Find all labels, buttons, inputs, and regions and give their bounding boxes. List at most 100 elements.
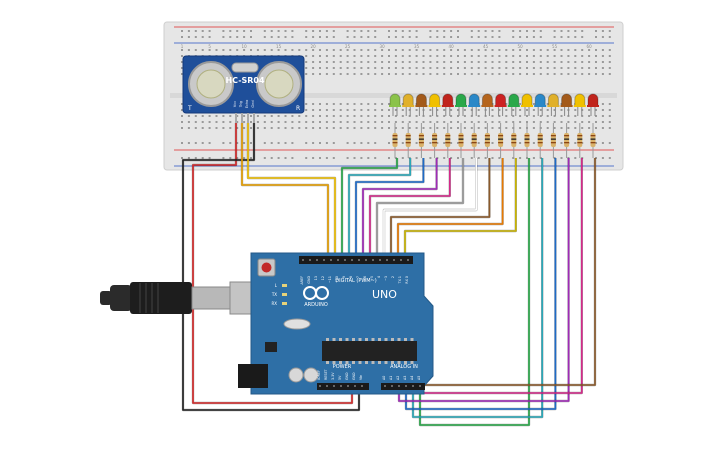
breadboard-hole	[181, 36, 183, 38]
breadboard-hole	[595, 127, 597, 129]
breadboard-hole	[457, 109, 459, 111]
breadboard-hole	[498, 127, 501, 129]
led[interactable]	[429, 93, 441, 107]
reset-button-cap[interactable]	[261, 262, 272, 273]
resistor[interactable]	[577, 133, 583, 147]
resistor[interactable]	[537, 133, 543, 147]
breadboard-hole	[526, 55, 528, 57]
resistor[interactable]	[432, 133, 438, 147]
breadboard-hole	[236, 127, 239, 129]
breadboard-hole	[574, 36, 577, 38]
resistor[interactable]	[564, 133, 570, 147]
led[interactable]	[547, 93, 559, 107]
led[interactable]	[415, 93, 427, 107]
wire[interactable]	[383, 158, 477, 256]
resistor-band	[577, 142, 583, 144]
resistor[interactable]	[458, 133, 464, 147]
wire[interactable]	[192, 123, 353, 404]
wire[interactable]	[405, 158, 557, 410]
breadboard-hole	[208, 49, 211, 51]
resistor[interactable]	[392, 133, 398, 147]
wire[interactable]	[348, 158, 411, 256]
wire[interactable]	[362, 158, 438, 256]
wire[interactable]	[390, 158, 491, 256]
led[interactable]	[574, 93, 586, 107]
breadboard-hole	[388, 49, 390, 51]
led[interactable]	[389, 93, 401, 107]
wire[interactable]	[419, 158, 530, 426]
breadboard-hole	[560, 61, 563, 63]
led[interactable]	[468, 93, 480, 107]
arduino-logo: ARDUINO	[303, 286, 329, 308]
resistor[interactable]	[511, 133, 517, 147]
sensor-pin-label: Gnd	[251, 100, 255, 107]
led-rim	[587, 105, 599, 107]
breadboard-hole	[553, 55, 556, 57]
resistor-band	[418, 138, 424, 140]
breadboard-hole	[298, 127, 301, 129]
led[interactable]	[481, 93, 493, 107]
breadboard-hole	[374, 73, 377, 75]
led[interactable]	[521, 93, 533, 107]
led[interactable]	[402, 93, 414, 107]
breadboard-hole	[319, 73, 321, 75]
breadboard-hole	[374, 61, 377, 63]
breadboard-hole	[256, 49, 259, 51]
wire[interactable]	[341, 158, 398, 256]
usb-cable[interactable]	[100, 281, 263, 315]
analog-label: ANALOG IN	[390, 364, 418, 370]
breadboard-hole	[429, 61, 432, 63]
resistor[interactable]	[550, 133, 556, 147]
chip-pin	[352, 338, 355, 341]
breadboard-hole	[415, 127, 418, 129]
led[interactable]	[442, 93, 454, 107]
wire[interactable]	[355, 158, 425, 256]
breadboard-hole	[512, 109, 515, 111]
wire[interactable]	[369, 158, 451, 256]
wire[interactable]	[397, 158, 504, 256]
wire-outline	[347, 158, 412, 256]
breadboard-hole	[367, 55, 370, 57]
led[interactable]	[587, 93, 599, 107]
wire[interactable]	[412, 158, 543, 418]
resistor[interactable]	[484, 133, 490, 147]
wire[interactable]	[376, 158, 464, 256]
wire[interactable]	[247, 123, 336, 256]
resistor[interactable]	[498, 133, 504, 147]
led-rim	[428, 105, 441, 107]
resistor[interactable]	[590, 133, 596, 147]
wire[interactable]	[241, 123, 329, 256]
breadboard-hole	[243, 127, 246, 129]
led[interactable]	[508, 93, 520, 107]
led[interactable]	[534, 93, 546, 107]
breadboard-hole	[463, 67, 466, 69]
breadboard-hole	[319, 67, 321, 69]
wire[interactable]	[398, 158, 570, 402]
breadboard-hole	[463, 49, 466, 51]
led[interactable]	[495, 93, 507, 107]
breadboard-hole	[546, 67, 549, 69]
resistor[interactable]	[471, 133, 477, 147]
chip-pin	[326, 338, 329, 341]
resistor[interactable]	[524, 133, 530, 147]
resistor[interactable]	[445, 133, 451, 147]
resistor-band	[511, 142, 517, 144]
chip-pin	[404, 338, 407, 341]
led[interactable]	[455, 93, 467, 107]
breadboard-hole	[422, 61, 425, 63]
breadboard-hole	[250, 115, 252, 117]
led[interactable]	[561, 93, 573, 107]
header-pin	[351, 259, 353, 261]
resistor[interactable]	[405, 133, 411, 147]
breadboard-hole	[512, 67, 515, 69]
resistor[interactable]	[418, 133, 424, 147]
wire[interactable]	[404, 158, 517, 256]
breadboard-hole	[546, 73, 549, 75]
breadboard-hole	[595, 67, 597, 69]
breadboard-hole	[181, 142, 183, 144]
header-pin	[302, 259, 304, 261]
breadboard-hole	[457, 127, 459, 129]
